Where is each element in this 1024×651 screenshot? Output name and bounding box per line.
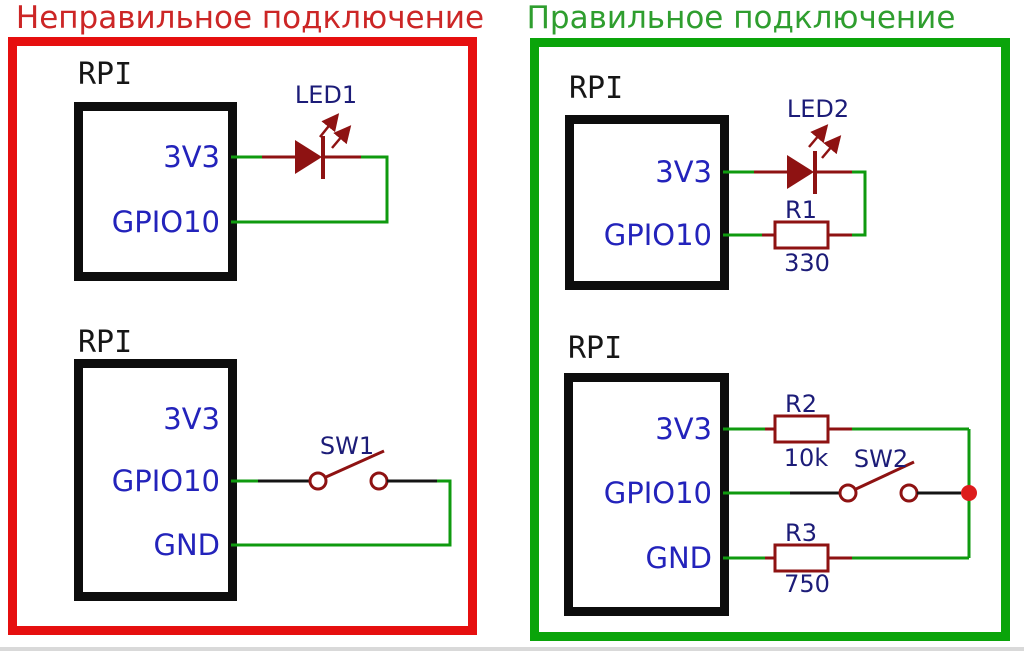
rpi-chip-box bbox=[74, 102, 237, 281]
pin-label-gpio10: GPIO10 bbox=[112, 464, 220, 498]
correct-led-circuit: RPI 3V3 GPIO10 LED2 R1 330 bbox=[565, 71, 867, 290]
pin-label-gnd: GND bbox=[646, 541, 713, 575]
rpi-chip-label: RPI bbox=[569, 71, 623, 106]
wire bbox=[852, 170, 867, 237]
led-light-arrow-icon bbox=[331, 125, 352, 149]
resistor-body bbox=[773, 543, 830, 573]
resistor-value: 330 bbox=[784, 249, 830, 277]
led-anode-triangle bbox=[787, 155, 814, 189]
resistor-body bbox=[773, 220, 830, 250]
rpi-chip-box bbox=[565, 115, 729, 290]
correct-panel-title: Правильное подключение bbox=[527, 0, 956, 36]
resistor-label: R2 bbox=[785, 390, 817, 418]
wrong-led-circuit: RPI 3V3 GPIO10 LED1 bbox=[74, 57, 389, 281]
led-light-arrow-icon bbox=[319, 113, 340, 138]
rpi-chip-label: RPI bbox=[568, 331, 622, 366]
wire bbox=[231, 479, 452, 547]
led-anode-triangle bbox=[295, 140, 322, 174]
pin-label-gnd: GND bbox=[154, 528, 221, 562]
switch-contact-right bbox=[369, 471, 389, 491]
resistor-label: R1 bbox=[785, 196, 817, 224]
image-bottom-edge bbox=[0, 647, 1024, 651]
correct-panel-border bbox=[530, 38, 1010, 641]
switch-lever bbox=[855, 460, 915, 491]
switch-contact-right bbox=[899, 483, 919, 503]
resistor-value: 10k bbox=[784, 444, 829, 472]
pin-label-3v3: 3V3 bbox=[655, 412, 712, 446]
resistor-label: R3 bbox=[785, 519, 817, 547]
rpi-chip-box bbox=[564, 373, 729, 616]
switch-lever bbox=[325, 449, 385, 479]
pin-label-gpio10: GPIO10 bbox=[112, 205, 220, 239]
wrong-switch-circuit: RPI 3V3 GPIO10 GND SW1 bbox=[74, 325, 452, 601]
led-label: LED1 bbox=[295, 81, 357, 109]
wrong-panel-title: Неправильное подключение bbox=[16, 0, 484, 36]
wrong-panel-border bbox=[8, 37, 477, 635]
pin-label-gpio10: GPIO10 bbox=[604, 218, 712, 252]
pin-label-gpio10: GPIO10 bbox=[604, 476, 712, 510]
pin-label-3v3: 3V3 bbox=[163, 402, 220, 436]
junction-dot bbox=[961, 485, 977, 501]
rpi-chip-box bbox=[74, 359, 237, 601]
resistor-value: 750 bbox=[784, 570, 830, 598]
rpi-chip-label: RPI bbox=[78, 57, 132, 92]
switch-contact-left bbox=[308, 471, 328, 491]
pin-label-3v3: 3V3 bbox=[655, 155, 712, 189]
wrong-panel: Неправильное подключение RPI 3V3 GPIO10 … bbox=[8, 0, 484, 635]
correct-switch-circuit: RPI 3V3 GPIO10 GND bbox=[564, 331, 977, 616]
led-light-arrow-icon bbox=[821, 135, 842, 159]
rpi-chip-label: RPI bbox=[78, 325, 132, 360]
correct-panel: Правильное подключение RPI 3V3 GPIO10 LE… bbox=[527, 0, 1010, 641]
led-light-arrow-icon bbox=[808, 124, 829, 148]
wire bbox=[231, 155, 389, 224]
resistor-body bbox=[773, 414, 830, 444]
led-label: LED2 bbox=[787, 95, 849, 123]
switch-label: SW2 bbox=[854, 445, 908, 473]
switch-label: SW1 bbox=[320, 432, 374, 460]
pin-label-3v3: 3V3 bbox=[163, 140, 220, 174]
switch-contact-left bbox=[838, 483, 858, 503]
